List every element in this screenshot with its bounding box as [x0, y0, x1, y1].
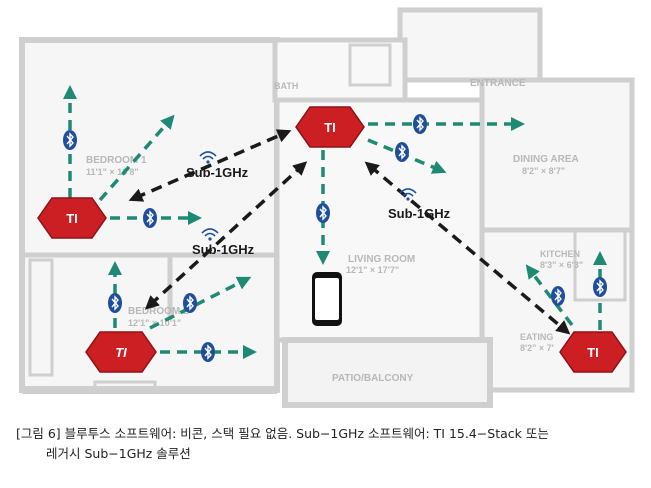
ti-node-label: TI [324, 120, 336, 135]
ti-node-label: TI [66, 211, 78, 226]
bluetooth-icon [412, 113, 428, 135]
caption-line-1: [그림 6] 블루투스 소프트웨어: 비콘, 스택 필요 없음. Sub−1GH… [16, 426, 549, 441]
room-dim-kitchen: 8'3" × 6'3" [540, 260, 583, 270]
room-dim-bedroom2: 12'1" × 10'1" [128, 318, 181, 328]
caption-line-2: 레거시 Sub−1GHz 솔루션 [46, 446, 191, 461]
room-label-dining: DINING AREA [513, 154, 579, 165]
ti-node-label: TI [587, 345, 599, 360]
room-label-entrance: ENTRANCE [470, 78, 526, 89]
bluetooth-icon [200, 341, 216, 363]
bluetooth-icon [550, 285, 566, 307]
bluetooth-icon [62, 129, 78, 151]
room-label-bath: BATH [274, 81, 298, 91]
room-label-kitchen: KITCHEN [540, 249, 580, 259]
ti-node-label: TI [115, 345, 127, 360]
bluetooth-icon [107, 292, 123, 314]
room-label-bedroom2: BEDROOM 2 [128, 306, 189, 317]
room-dim-dining: 8'2" × 8'7" [522, 166, 565, 176]
figure-caption: [그림 6] 블루투스 소프트웨어: 비콘, 스택 필요 없음. Sub−1GH… [16, 424, 641, 464]
link-label-sub1ghz: Sub-1GHz [192, 242, 255, 257]
subghz-arrow-center-right [364, 161, 571, 335]
link-label-sub1ghz: Sub-1GHz [388, 206, 451, 221]
room-label-bedroom1: BEDROOM 1 [86, 155, 147, 166]
link-label-sub1ghz: Sub-1GHz [186, 165, 249, 180]
ti-node-right: TI [559, 331, 627, 373]
bluetooth-icon [142, 207, 158, 229]
room-label-living: LIVING ROOM [348, 254, 415, 265]
ti-node-bottom-left: TI [85, 331, 157, 373]
smartphone-icon [312, 272, 342, 326]
room-label-patio: PATIO/BALCONY [332, 373, 414, 384]
room-label-eating: EATING [520, 332, 553, 342]
ti-node-center: TI [295, 106, 365, 148]
bluetooth-icon [182, 292, 198, 314]
room-dim-living: 12'1" × 17'7" [346, 265, 399, 275]
smart-home-network-diagram: BATH ENTRANCE DINING AREA 8'2" × 8'7" BE… [19, 7, 635, 408]
subghz-arrow-center-bl [144, 161, 308, 310]
room-dim-eating: 8'2" × 7' [520, 343, 554, 353]
bluetooth-icon [315, 202, 331, 224]
room-dim-bedroom1: 11'1" × 10'8" [86, 167, 139, 177]
ti-node-left: TI [37, 197, 107, 239]
bluetooth-icon [592, 276, 608, 298]
bluetooth-icon [394, 141, 410, 163]
